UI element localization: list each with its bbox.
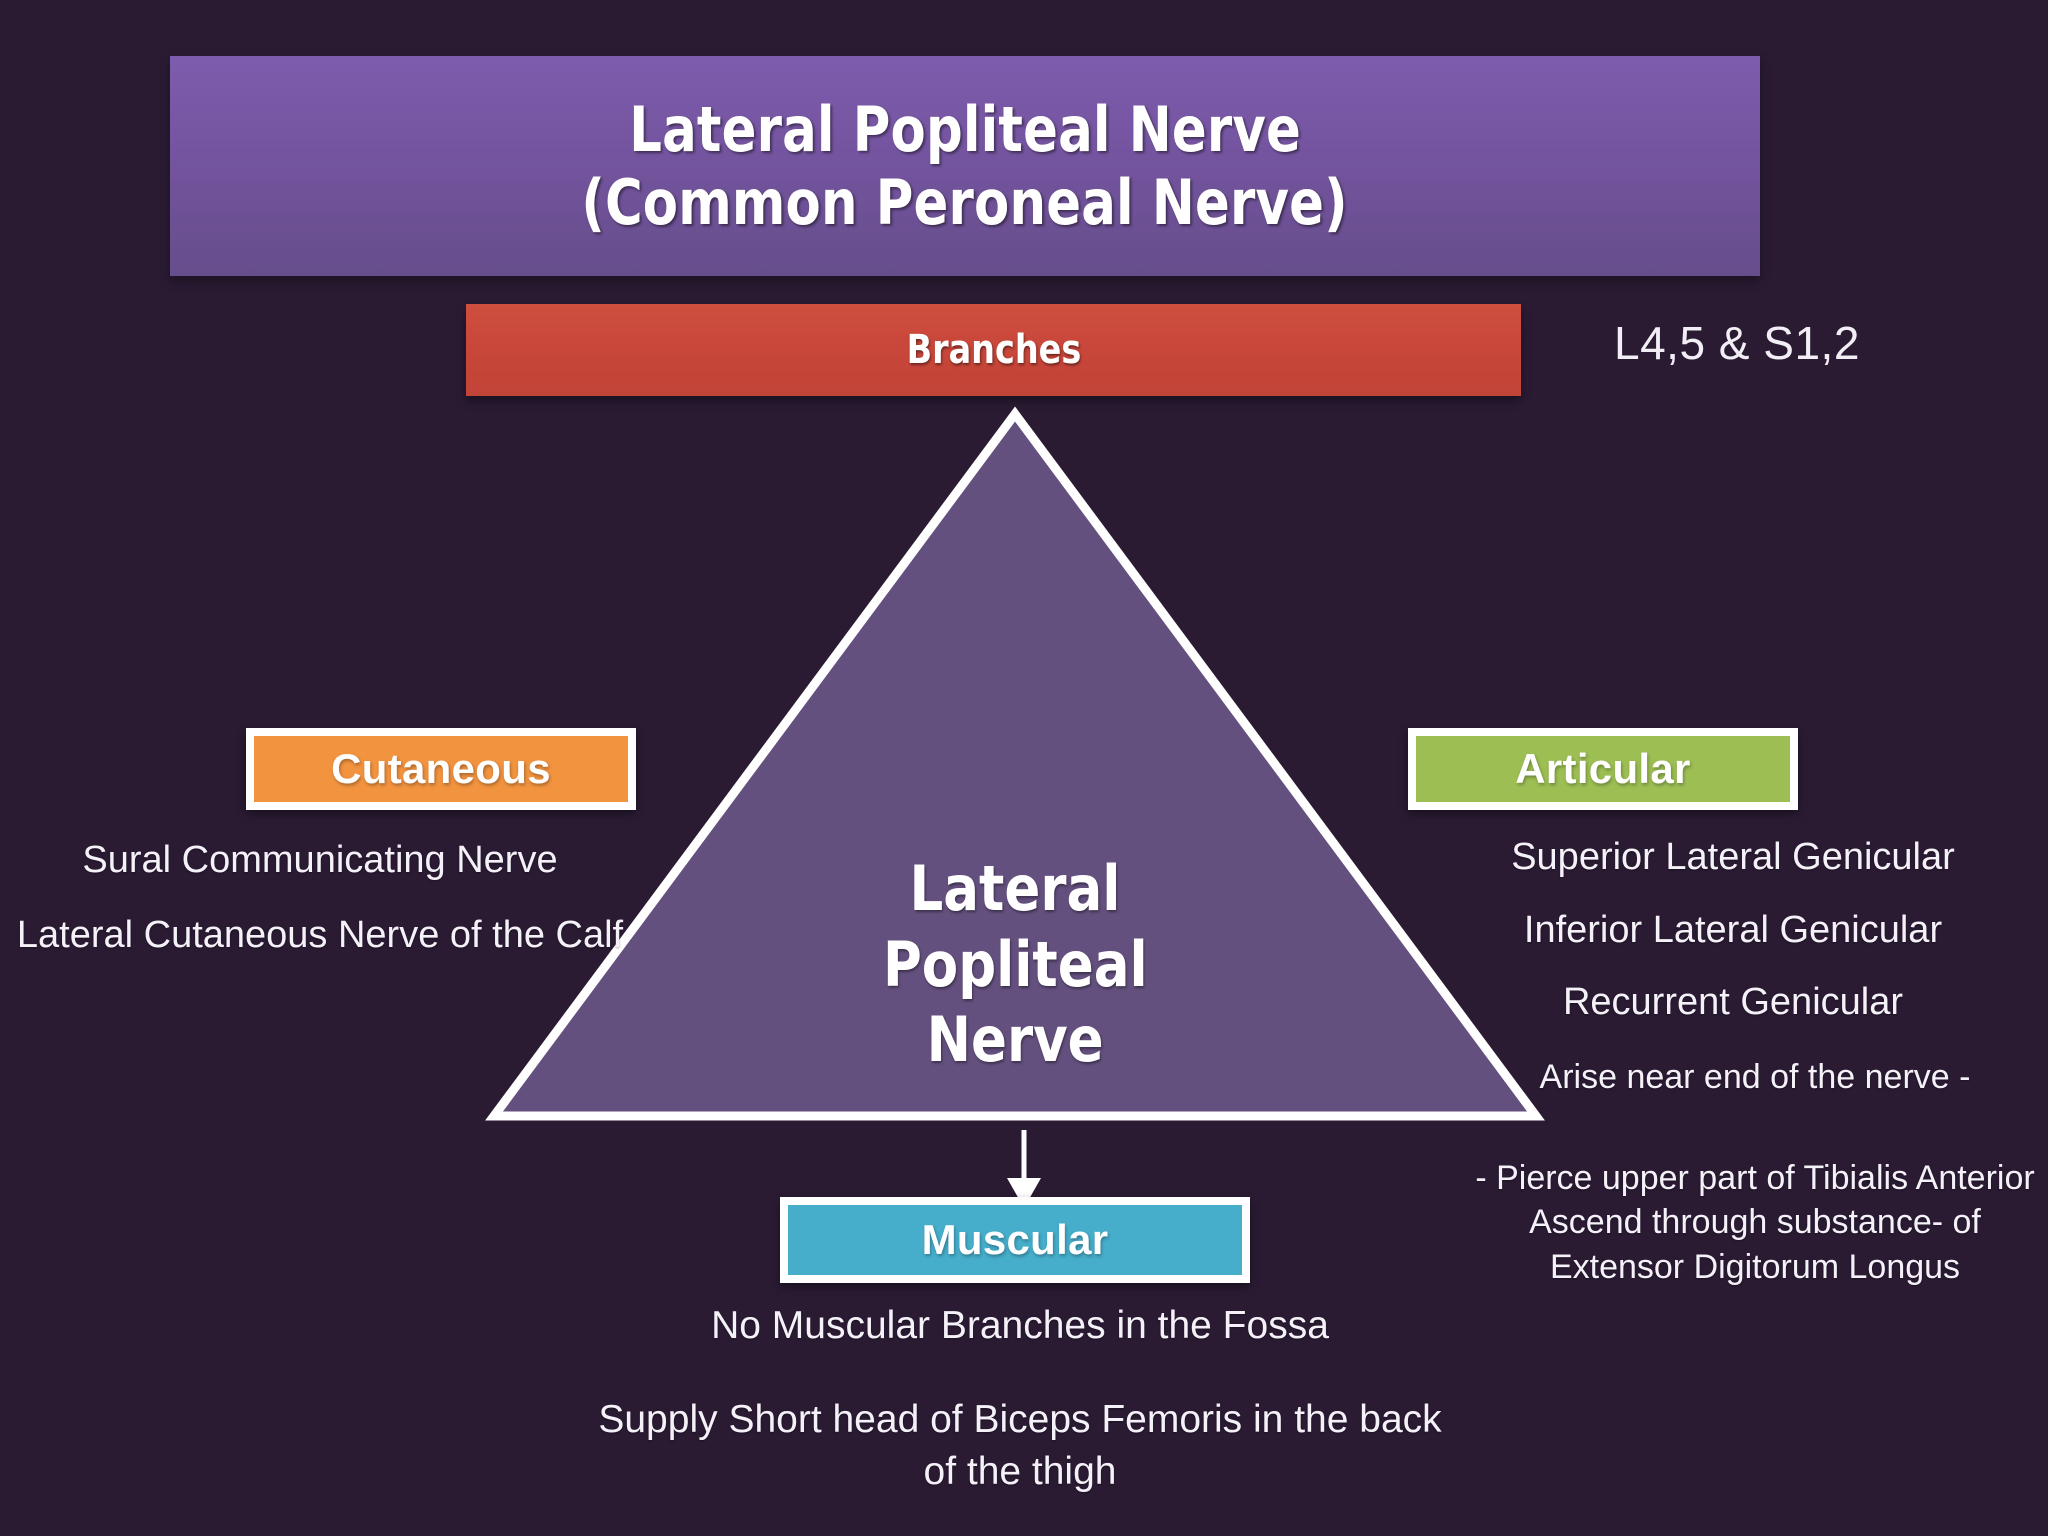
category-chip-cutaneous[interactable]: Cutaneous [246, 728, 636, 810]
nerve-roots-label: L4,5 & S1,2 [1614, 317, 1860, 369]
note-line: - Pierce upper part of Tibialis Anterior [1475, 1158, 2035, 1197]
list-item: Inferior Lateral Genicular [1523, 908, 1943, 951]
list-item: Supply Short head of Biceps Femoris in t… [598, 1397, 1442, 1493]
chip-label-articular: Articular [1515, 745, 1691, 792]
category-chip-muscular[interactable]: Muscular [780, 1197, 1250, 1283]
cutaneous-branch-list: Sural Communicating Nerve Lateral Cutane… [10, 835, 630, 984]
chip-label-muscular: Muscular [921, 1216, 1109, 1263]
branches-label: Branches [906, 327, 1081, 373]
list-item: No Muscular Branches in the Fossa [711, 1304, 1329, 1347]
chip-fill-muscular: Muscular [788, 1205, 1242, 1275]
category-chip-articular[interactable]: Articular [1408, 728, 1798, 810]
down-arrow-icon [998, 1130, 1050, 1217]
title-line-2: (Common Peroneal Nerve) [581, 166, 1349, 239]
note-line: Ascend through substance- of Extensor Di… [1529, 1203, 1981, 1286]
list-item: Lateral Cutaneous Nerve of the Calf [16, 913, 624, 956]
chip-fill-cutaneous: Cutaneous [254, 736, 628, 802]
central-triangle: Lateral Popliteal Nerve [480, 400, 1550, 1130]
list-item: Superior Lateral Genicular [1511, 836, 1955, 878]
title-banner: Lateral Popliteal Nerve (Common Peroneal… [170, 56, 1760, 276]
chip-label-cutaneous: Cutaneous [331, 745, 551, 792]
note-spacer [1470, 1100, 2040, 1156]
title-line-1: Lateral Popliteal Nerve [629, 92, 1301, 166]
triangle-shape-icon [485, 406, 1545, 1121]
articular-notes: Arise near end of the nerve - - Pierce u… [1470, 1055, 2040, 1289]
articular-branch-list: Superior Lateral Genicular Inferior Late… [1428, 832, 2038, 1050]
list-item: Sural Communicating Nerve [82, 839, 558, 881]
branches-header-bar: Branches [466, 304, 1521, 396]
list-spacer [580, 1352, 1460, 1394]
note-line: Arise near end of the nerve - [1539, 1058, 1971, 1096]
list-item: Recurrent Genicular [1562, 981, 1904, 1024]
chip-fill-articular: Articular [1416, 736, 1790, 802]
muscular-branch-list: No Muscular Branches in the Fossa Supply… [580, 1300, 1460, 1498]
